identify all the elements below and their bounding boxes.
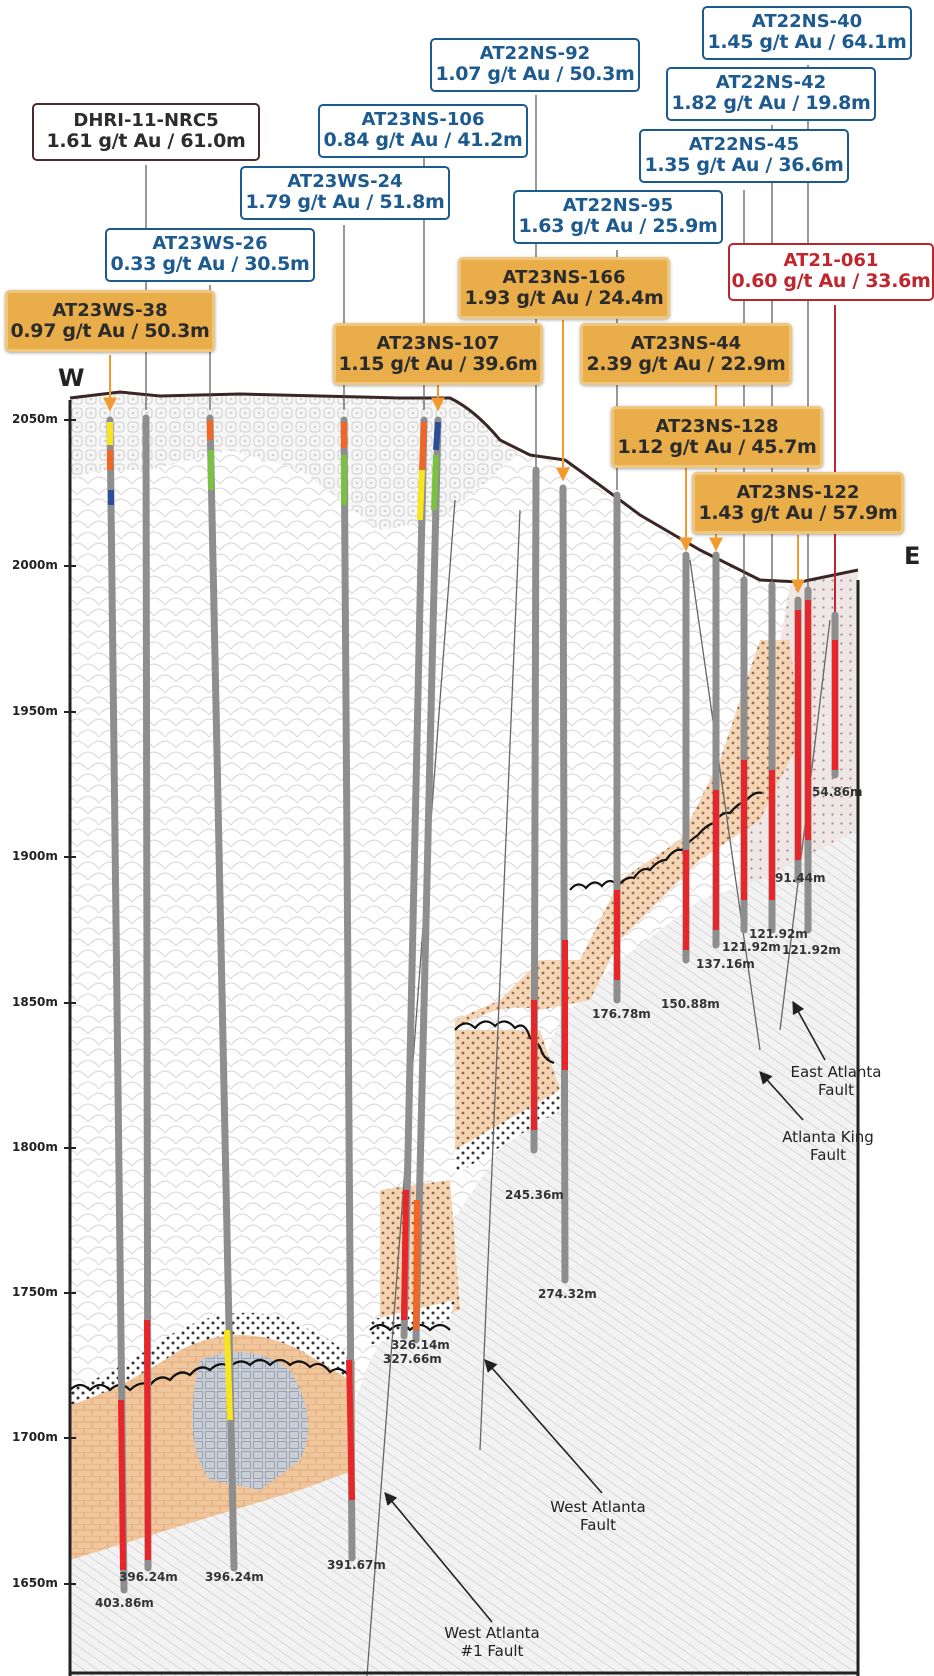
hole-grade: 1.43 g/t Au / 57.9m bbox=[698, 502, 898, 525]
hole-grade: 1.45 g/t Au / 64.1m bbox=[707, 31, 907, 54]
drill-hole-callout: AT23NS-128 1.12 g/t Au / 45.7m bbox=[611, 406, 823, 468]
fault-label-atlanta-king: Atlanta King Fault bbox=[782, 1128, 874, 1164]
hole-id: AT22NS-42 bbox=[715, 72, 827, 93]
hole-grade: 2.39 g/t Au / 22.9m bbox=[586, 353, 786, 376]
hole-depth-label: 54.86m bbox=[812, 785, 863, 799]
hole-depth-label: 396.24m bbox=[205, 1570, 264, 1584]
hole-id: AT23NS-122 bbox=[736, 482, 860, 503]
assay-intervals bbox=[107, 420, 838, 1571]
drill-hole-trace bbox=[400, 416, 428, 1340]
elevation-label: 1950m bbox=[12, 704, 58, 718]
hole-id: AT23WS-24 bbox=[287, 171, 403, 192]
elevation-label: 1650m bbox=[12, 1576, 58, 1590]
fault-label-west-atlanta-1: West Atlanta #1 Fault bbox=[444, 1624, 540, 1660]
hole-id: AT23NS-106 bbox=[361, 109, 485, 130]
hole-depth-label: 391.67m bbox=[327, 1558, 386, 1572]
drill-hole-callout: AT22NS-45 1.35 g/t Au / 36.6m bbox=[639, 129, 849, 183]
hole-id: AT23WS-26 bbox=[152, 233, 268, 254]
hole-grade: 1.79 g/t Au / 51.8m bbox=[245, 191, 445, 214]
hole-grade: 1.61 g/t Au / 61.0m bbox=[46, 130, 246, 153]
elevation-label: 1750m bbox=[12, 1285, 58, 1299]
fault-label-west-atlanta: West Atlanta Fault bbox=[550, 1498, 646, 1534]
elevation-label: 1850m bbox=[12, 995, 58, 1009]
elevation-label: 2050m bbox=[12, 412, 58, 426]
hole-depth-label: 327.66m bbox=[383, 1352, 442, 1366]
drill-hole-callout: DHRI-11-NRC5 1.61 g/t Au / 61.0m bbox=[32, 103, 260, 161]
hole-grade: 1.35 g/t Au / 36.6m bbox=[644, 154, 844, 177]
hole-depth-label: 150.88m bbox=[661, 997, 720, 1011]
hole-id: AT23NS-166 bbox=[502, 267, 626, 288]
elevation-label: 1900m bbox=[12, 849, 58, 863]
hole-depth-label: 121.92m bbox=[722, 940, 781, 954]
hole-depth-label: 137.16m bbox=[696, 957, 755, 971]
hole-id: AT23NS-128 bbox=[655, 416, 779, 437]
drill-hole-callout: AT23NS-106 0.84 g/t Au / 41.2m bbox=[318, 104, 528, 158]
drill-hole-callout: AT22NS-42 1.82 g/t Au / 19.8m bbox=[666, 67, 876, 121]
elevation-label: 2000m bbox=[12, 558, 58, 572]
drill-hole-callout: AT23WS-26 0.33 g/t Au / 30.5m bbox=[105, 228, 315, 282]
drill-hole-callout: AT23NS-44 2.39 g/t Au / 22.9m bbox=[580, 323, 792, 385]
hole-grade: 1.93 g/t Au / 24.4m bbox=[464, 287, 664, 310]
drill-hole-trace bbox=[106, 416, 128, 1594]
drill-hole-callout: AT22NS-40 1.45 g/t Au / 64.1m bbox=[702, 6, 912, 60]
hole-id: AT23NS-44 bbox=[630, 333, 742, 354]
hole-depth-label: 121.92m bbox=[782, 943, 841, 957]
basement-hatched-formation bbox=[70, 830, 858, 1676]
elevation-label: 1700m bbox=[12, 1430, 58, 1444]
hole-id: AT21-061 bbox=[783, 250, 879, 271]
hole-grade: 0.60 g/t Au / 33.6m bbox=[731, 270, 931, 293]
drill-hole-trace bbox=[559, 484, 569, 1284]
hole-depth-label: 176.78m bbox=[592, 1007, 651, 1021]
fault-label-arrows bbox=[384, 1000, 826, 1623]
hole-id: AT22NS-95 bbox=[562, 195, 674, 216]
hole-depth-label: 91.44m bbox=[775, 871, 826, 885]
hole-depth-label: 274.32m bbox=[538, 1287, 597, 1301]
hole-grade: 0.33 g/t Au / 30.5m bbox=[110, 253, 310, 276]
elevation-ticks bbox=[64, 419, 76, 1585]
drill-hole-callout: AT23NS-166 1.93 g/t Au / 24.4m bbox=[458, 257, 670, 319]
west-ore-zone bbox=[69, 1312, 355, 1560]
drill-hole-callout: AT23NS-107 1.15 g/t Au / 39.6m bbox=[333, 323, 543, 385]
hole-grade: 1.07 g/t Au / 50.3m bbox=[435, 63, 635, 86]
hole-grade: 1.12 g/t Au / 45.7m bbox=[617, 436, 817, 459]
hole-id: AT23WS-38 bbox=[52, 300, 168, 321]
hole-id: DHRI-11-NRC5 bbox=[73, 110, 219, 131]
hole-grade: 0.97 g/t Au / 50.3m bbox=[10, 320, 210, 343]
drill-hole-callout: AT22NS-95 1.63 g/t Au / 25.9m bbox=[513, 190, 723, 244]
hole-id: AT22NS-40 bbox=[751, 11, 863, 32]
drill-hole-callout: AT23NS-122 1.43 g/t Au / 57.9m bbox=[692, 472, 904, 534]
east-direction-label: E bbox=[904, 542, 921, 570]
hole-depth-label: 326.14m bbox=[391, 1338, 450, 1352]
drill-hole-trace bbox=[412, 416, 442, 1344]
hole-depth-label: 121.92m bbox=[749, 927, 808, 941]
drill-hole-callout: AT23WS-38 0.97 g/t Au / 50.3m bbox=[5, 290, 215, 352]
hole-depth-label: 245.36m bbox=[505, 1188, 564, 1202]
elevation-axis bbox=[68, 400, 860, 1676]
hole-depth-label: 403.86m bbox=[95, 1596, 154, 1610]
drill-hole-callout: AT21-061 0.60 g/t Au / 33.6m bbox=[728, 243, 934, 301]
hole-grade: 1.82 g/t Au / 19.8m bbox=[671, 92, 871, 115]
hole-grade: 0.84 g/t Au / 41.2m bbox=[323, 129, 523, 152]
hole-id: AT22NS-92 bbox=[479, 43, 591, 64]
hole-depth-label: 396.24m bbox=[119, 1570, 178, 1584]
hole-id: AT23NS-107 bbox=[376, 333, 500, 354]
hole-grade: 1.63 g/t Au / 25.9m bbox=[518, 215, 718, 238]
elevation-label: 1800m bbox=[12, 1140, 58, 1154]
fault-label-east-atlanta: East Atlanta Fault bbox=[790, 1063, 882, 1099]
west-direction-label: W bbox=[58, 364, 85, 392]
hole-grade: 1.15 g/t Au / 39.6m bbox=[338, 353, 538, 376]
drill-hole-callout: AT22NS-92 1.07 g/t Au / 50.3m bbox=[430, 38, 640, 92]
drill-hole-callout: AT23WS-24 1.79 g/t Au / 51.8m bbox=[240, 166, 450, 220]
hole-id: AT22NS-45 bbox=[688, 134, 800, 155]
